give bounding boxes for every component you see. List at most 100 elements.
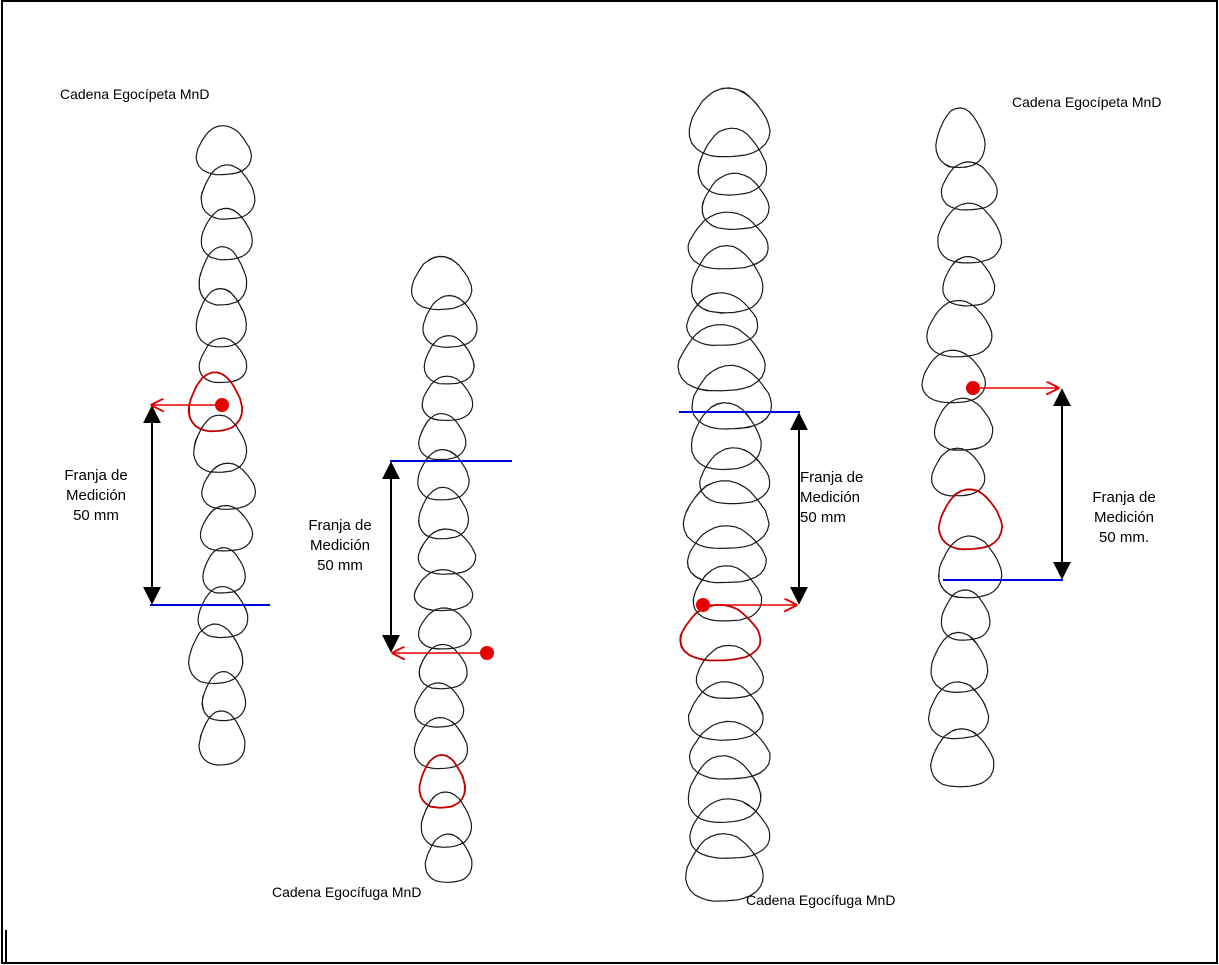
chain-loop: [421, 375, 474, 421]
chain-loop: [201, 671, 247, 722]
chain-loop: [689, 798, 771, 859]
chain-loop: [690, 245, 764, 314]
chain-loop: [418, 486, 470, 540]
chain-loop: [198, 246, 248, 306]
chain-2-title: Cadena Egocífuga MnD: [272, 884, 422, 900]
chain-1-band-label-line2: Medición: [65, 487, 127, 504]
chain-loop: [677, 324, 766, 392]
chain-1-band-label: Franja de Medición 50 mm: [56, 466, 136, 526]
start-point-dot: [215, 398, 229, 412]
chain-loop: [198, 337, 248, 384]
chain-4-band-label-line1: Franja de: [1092, 489, 1156, 506]
chain-loop: [940, 161, 998, 211]
chain-1-band-label-line1: Franja de: [64, 467, 128, 484]
chain-loop: [199, 504, 254, 552]
chain-loop: [942, 256, 996, 307]
chain-loop: [685, 292, 759, 346]
start-loop-highlight: [418, 754, 466, 809]
chain-2-band-label-line1: Franja de: [308, 517, 372, 534]
chain-1-annotations: [143, 398, 270, 606]
chain-loop: [202, 547, 246, 594]
chain-loop: [195, 288, 247, 348]
chain-loop: [937, 202, 1003, 264]
chain-loop: [423, 335, 475, 385]
chain-loop: [940, 589, 991, 641]
chain-loop: [687, 211, 769, 270]
chain-3-band-label-line2: Medición: [800, 489, 861, 506]
chain-3-band-label-line1: Franja de: [800, 469, 864, 486]
chain-loop: [685, 833, 764, 902]
chain-loop: [201, 462, 257, 510]
chain-loop: [195, 125, 253, 176]
chain-loop: [927, 681, 990, 740]
chain-loop: [197, 586, 249, 639]
chain-loop: [411, 255, 473, 311]
chain-loop: [701, 172, 770, 230]
chain-loop: [417, 528, 477, 575]
chain-loop: [413, 716, 469, 770]
chain-loop: [695, 644, 764, 699]
start-loop-highlight: [679, 604, 762, 662]
chain-loop: [688, 87, 771, 158]
chain-3: [677, 87, 773, 902]
chain-loop: [921, 349, 986, 404]
chain-loop: [935, 107, 986, 169]
chain-loop: [682, 480, 770, 549]
chain-1-band-label-line3: 50 mm: [73, 507, 119, 524]
start-point-dot: [696, 598, 710, 612]
chain-3-title: Cadena Egocífuga MnD: [746, 892, 896, 908]
chain-loop: [691, 364, 773, 430]
start-loop-highlight: [937, 488, 1004, 551]
chain-4-band-label: Franja de Medición 50 mm.: [1084, 488, 1164, 548]
chain-loop: [417, 607, 472, 650]
chain-3-annotations: [679, 411, 808, 612]
chain-loop: [699, 447, 771, 505]
chain-loop: [200, 207, 253, 261]
chain-4-band-label-line2: Medición: [1093, 509, 1155, 526]
chain-loop: [413, 569, 474, 612]
chain-4-title: Cadena Egocípeta MnD: [1012, 94, 1162, 110]
chain-loop: [420, 791, 473, 848]
chain-loop: [937, 535, 1003, 599]
chain-2-band-label-line3: 50 mm: [317, 557, 363, 574]
chain-loop: [424, 833, 473, 883]
chain-loop: [422, 294, 478, 348]
chain-loop: [418, 413, 467, 461]
chain-4-band-label-line3: 50 mm.: [1098, 529, 1149, 546]
chain-loop: [687, 755, 762, 823]
start-loop-highlight: [187, 371, 244, 433]
chain-loop: [930, 631, 989, 693]
chain-loop: [188, 623, 244, 685]
chain-loop: [418, 644, 468, 690]
chain-3-band-label-line3: 50 mm: [800, 509, 846, 526]
chain-1-title: Cadena Egocípeta MnD: [60, 86, 210, 102]
chain-loop: [933, 397, 994, 451]
chain-2: [411, 255, 478, 883]
start-point-dot: [480, 646, 494, 660]
chain-loop: [688, 681, 764, 741]
chain-loop: [198, 710, 246, 766]
chain-loop: [690, 402, 762, 471]
chain-loop: [413, 682, 465, 728]
chain-loop: [697, 127, 768, 196]
chain-loop: [688, 720, 771, 780]
chain-loop: [692, 565, 763, 622]
chain-3-band-label: Franja de Medición 50 mm: [800, 468, 880, 528]
chain-loop: [931, 447, 986, 497]
chain-loop: [926, 299, 993, 358]
chain-1: [187, 125, 257, 766]
chain-loop: [686, 525, 767, 584]
chain-2-annotations: [382, 460, 512, 660]
marker-layer: [143, 381, 1071, 660]
chain-loop: [200, 164, 256, 220]
chain-4-annotations: [943, 381, 1071, 581]
chain-layer: [187, 87, 1004, 902]
chain-loop: [930, 728, 995, 788]
chain-loop: [417, 449, 470, 501]
chain-2-band-label: Franja de Medición 50 mm: [300, 516, 380, 576]
chain-2-band-label-line2: Medición: [309, 537, 371, 554]
start-point-dot: [966, 381, 980, 395]
